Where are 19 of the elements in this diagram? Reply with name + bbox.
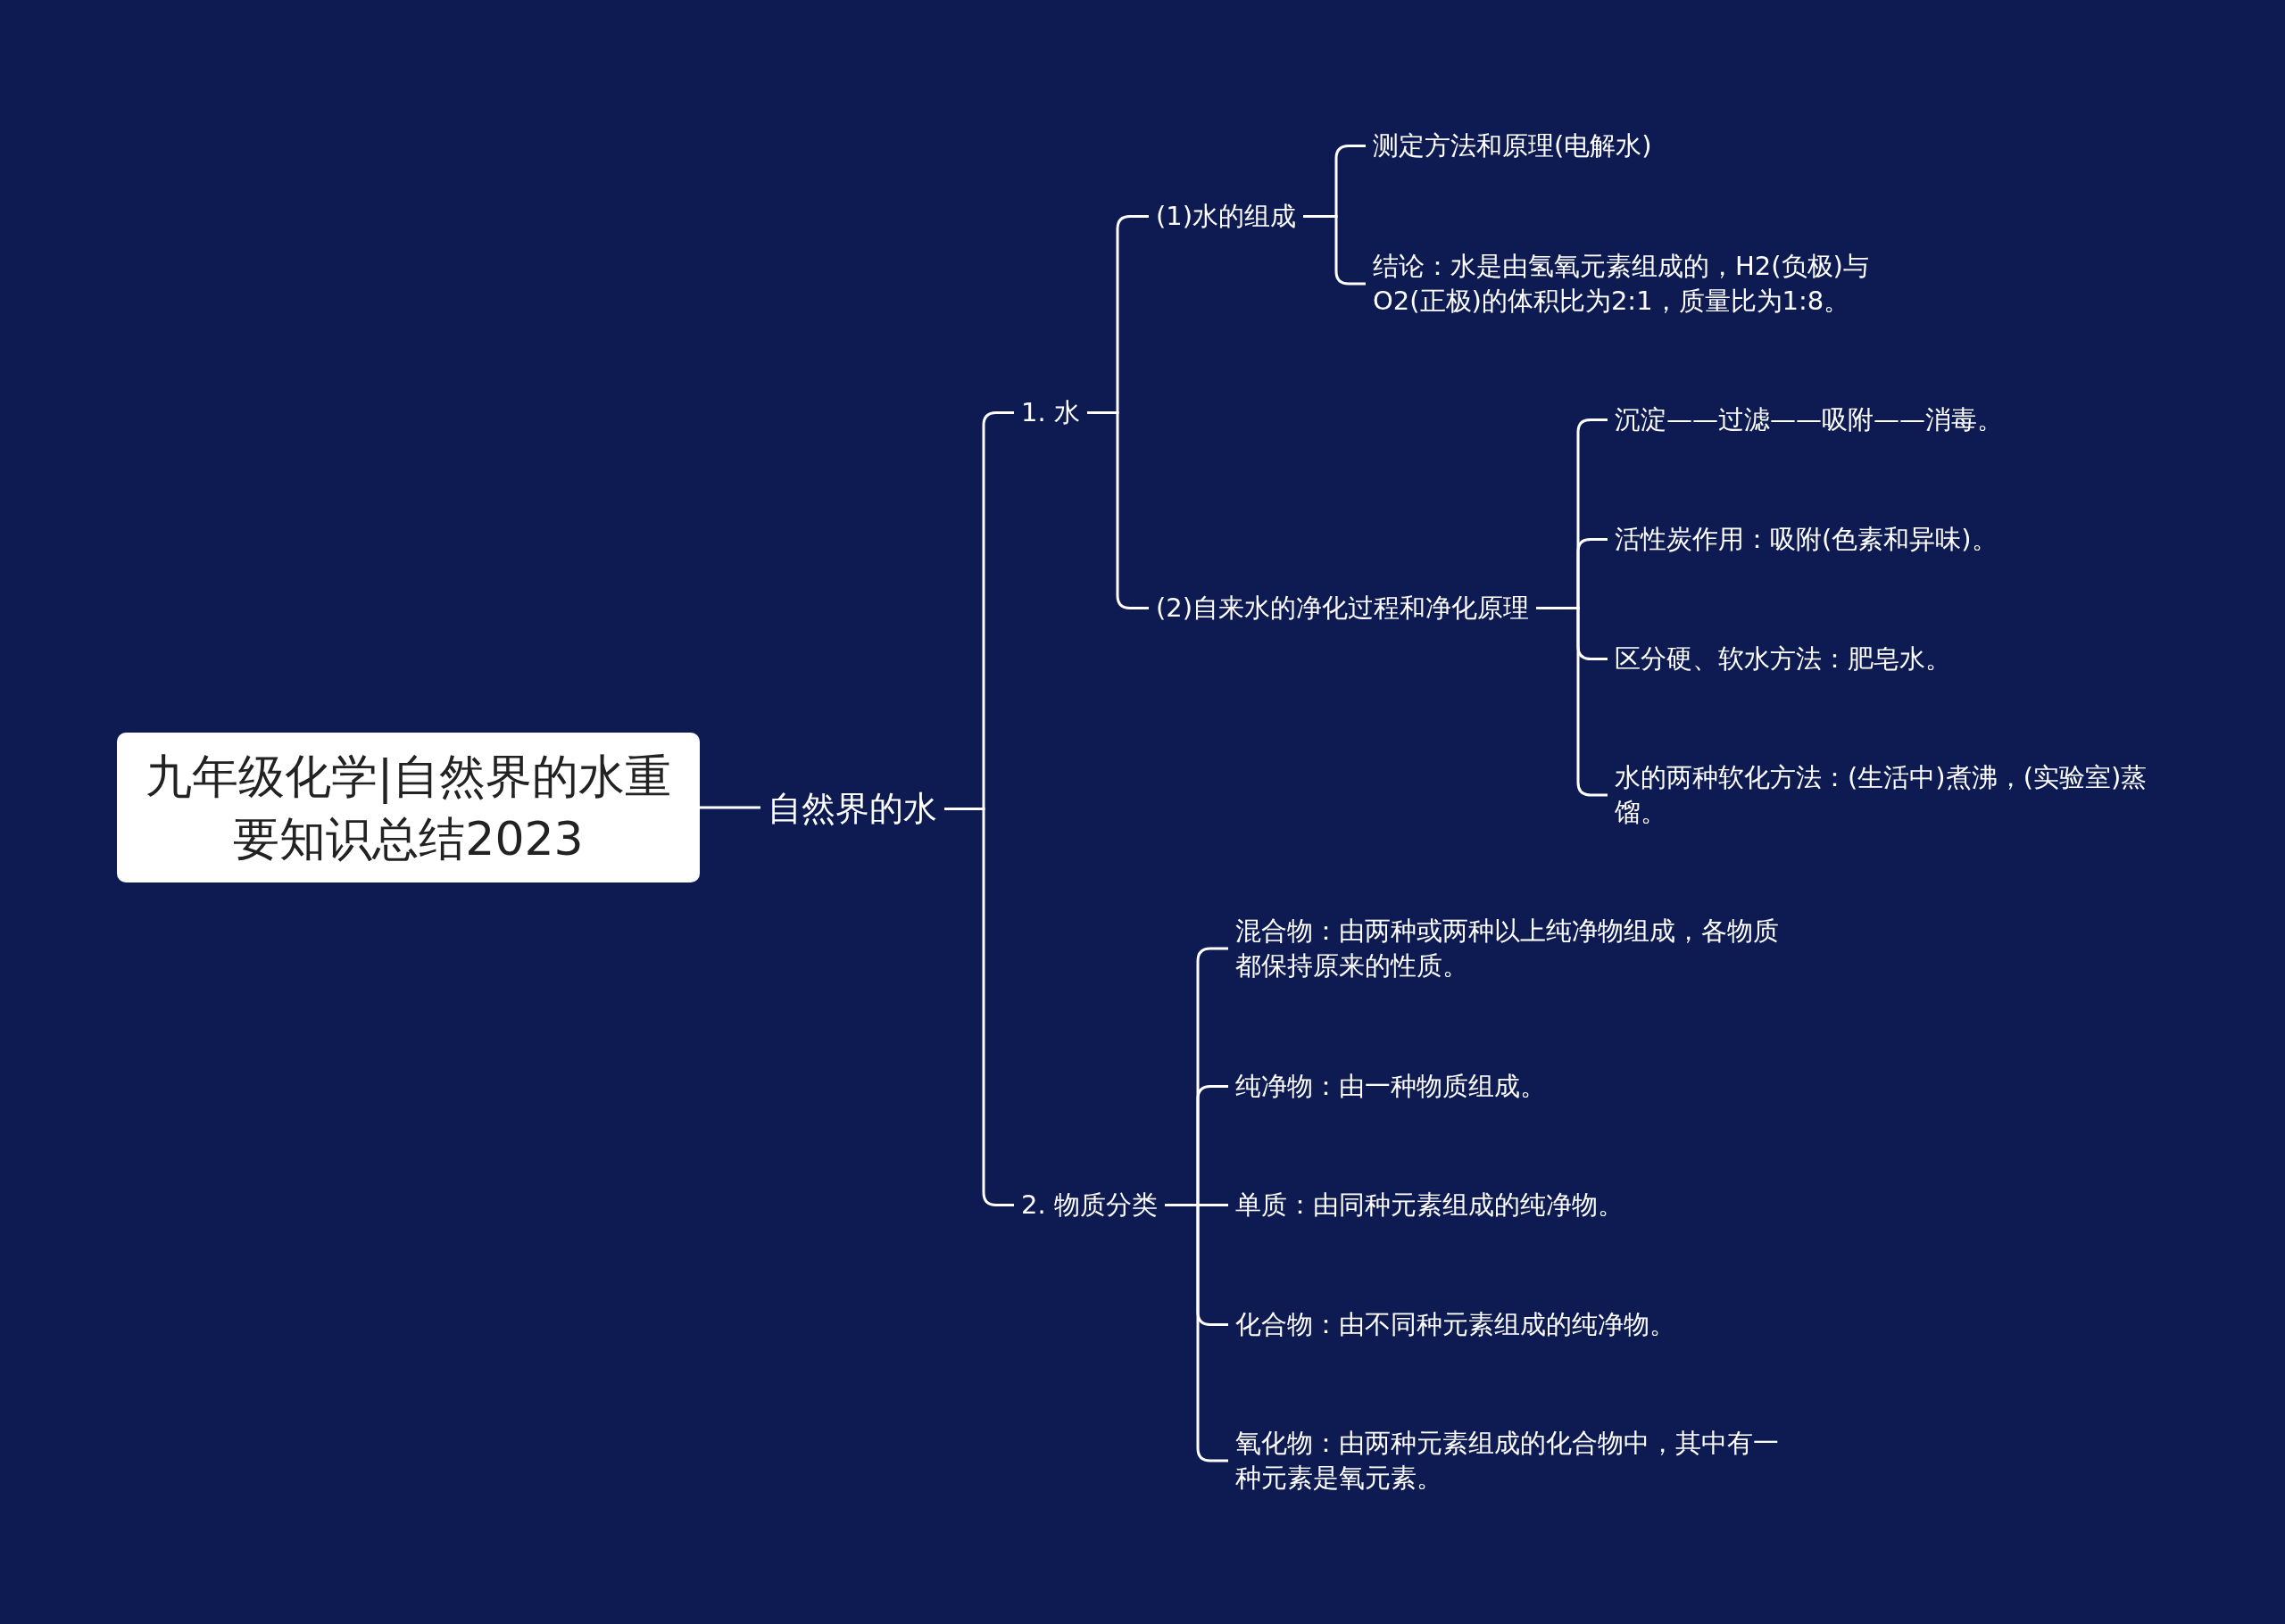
topic-text: 结论：水是由氢氧元素组成的，H2(负极)与O2(正极)的体积比为2:1，质量比为1:8。 bbox=[1366, 249, 1928, 319]
topic-text: 化合物：由不同种元素组成的纯净物。 bbox=[1228, 1306, 1683, 1342]
topic-text: 水的两种软化方法：(生活中)煮沸，(实验室)蒸馏。 bbox=[1608, 760, 2161, 831]
topic-text: 混合物：由两种或两种以上纯净物组成，各物质都保持原来的性质。 bbox=[1228, 914, 1791, 984]
topic-text: 2. 物质分类 bbox=[1014, 1187, 1165, 1222]
topic-text: 区分硬、软水方法：肥皂水。 bbox=[1608, 641, 1958, 676]
topic-text: (2)自来水的净化过程和净化原理 bbox=[1149, 590, 1537, 626]
topic-text: 自然界的水 bbox=[760, 785, 944, 832]
connector-line bbox=[700, 806, 760, 809]
topic-text: (1)水的组成 bbox=[1149, 198, 1304, 234]
topic-text: 测定方法和原理(电解水) bbox=[1366, 128, 1659, 163]
topic-text: 活性炭作用：吸附(色素和异味)。 bbox=[1608, 521, 2005, 557]
topic-text: 1. 水 bbox=[1014, 394, 1087, 430]
topic-text: 氧化物：由两种元素组成的化合物中，其中有一种元素是氧元素。 bbox=[1228, 1426, 1791, 1496]
topic-text: 沉淀——过滤——吸附——消毒。 bbox=[1608, 402, 2010, 437]
connector-line bbox=[1087, 411, 1149, 609]
root-topic-box: 九年级化学|自然界的水重要知识总结2023 bbox=[117, 733, 700, 883]
topic-text: 纯净物：由一种物质组成。 bbox=[1228, 1068, 1553, 1104]
topic-text: 单质：由同种元素组成的纯净物。 bbox=[1228, 1187, 1631, 1222]
